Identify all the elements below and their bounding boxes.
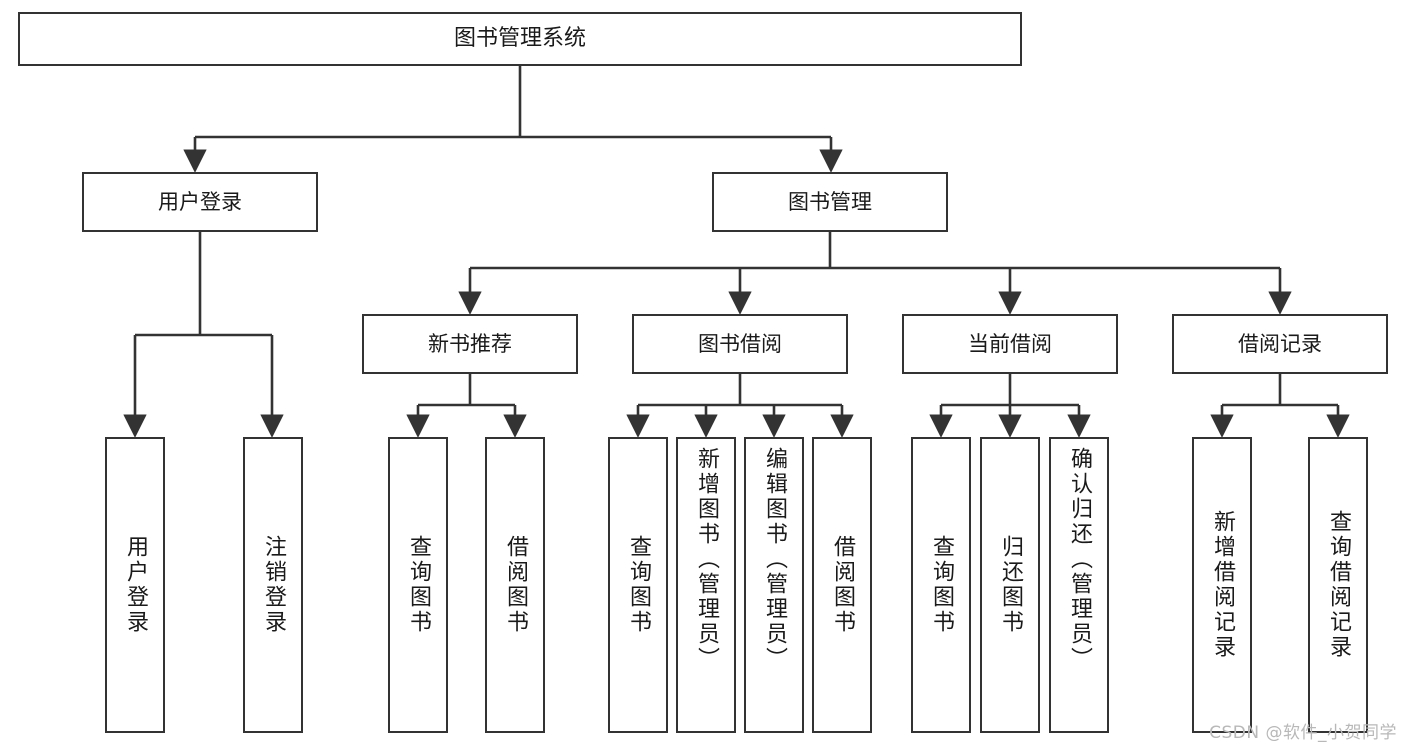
node-leaf-add-book[interactable]: 新增图书（管理员） bbox=[676, 437, 736, 733]
node-leaf-add-book-label: 新增图书（管理员） bbox=[694, 447, 719, 672]
node-leaf-add-record[interactable]: 新增借阅记录 bbox=[1192, 437, 1252, 733]
node-leaf-user-login[interactable]: 用户登录 bbox=[105, 437, 165, 733]
csdn-watermark: CSDN @软件_小贺同学 bbox=[1209, 723, 1397, 743]
node-book-borrow[interactable]: 图书借阅 bbox=[632, 314, 848, 374]
node-user-login-label: 用户登录 bbox=[158, 189, 242, 214]
node-leaf-return-book-label: 归还图书 bbox=[998, 535, 1023, 635]
node-book-manage-label: 图书管理 bbox=[788, 189, 872, 214]
node-leaf-confirm-return[interactable]: 确认归还（管理员） bbox=[1049, 437, 1109, 733]
node-leaf-query-book-3[interactable]: 查询图书 bbox=[911, 437, 971, 733]
node-book-manage[interactable]: 图书管理 bbox=[712, 172, 948, 232]
node-new-book-rec[interactable]: 新书推荐 bbox=[362, 314, 578, 374]
node-leaf-query-book-2[interactable]: 查询图书 bbox=[608, 437, 668, 733]
node-leaf-borrow-book-1-label: 借阅图书 bbox=[503, 535, 528, 635]
node-root[interactable]: 图书管理系统 bbox=[18, 12, 1022, 66]
node-root-label: 图书管理系统 bbox=[453, 26, 586, 52]
node-leaf-user-login-label: 用户登录 bbox=[123, 535, 148, 635]
node-leaf-edit-book[interactable]: 编辑图书（管理员） bbox=[744, 437, 804, 733]
node-leaf-borrow-book-1[interactable]: 借阅图书 bbox=[485, 437, 545, 733]
node-leaf-add-record-label: 新增借阅记录 bbox=[1210, 510, 1235, 660]
node-borrow-record-label: 借阅记录 bbox=[1238, 331, 1322, 356]
node-current-borrow-label: 当前借阅 bbox=[968, 331, 1052, 356]
node-leaf-borrow-book-2[interactable]: 借阅图书 bbox=[812, 437, 872, 733]
node-leaf-query-record-label: 查询借阅记录 bbox=[1326, 510, 1351, 660]
node-leaf-query-book-2-label: 查询图书 bbox=[626, 535, 651, 635]
node-leaf-query-book-1[interactable]: 查询图书 bbox=[388, 437, 448, 733]
node-new-book-rec-label: 新书推荐 bbox=[428, 331, 512, 356]
node-leaf-query-book-1-label: 查询图书 bbox=[406, 535, 431, 635]
node-leaf-borrow-book-2-label: 借阅图书 bbox=[830, 535, 855, 635]
node-leaf-return-book[interactable]: 归还图书 bbox=[980, 437, 1040, 733]
node-leaf-confirm-return-label: 确认归还（管理员） bbox=[1067, 447, 1092, 672]
node-borrow-record[interactable]: 借阅记录 bbox=[1172, 314, 1388, 374]
node-leaf-edit-book-label: 编辑图书（管理员） bbox=[762, 447, 787, 672]
node-user-login[interactable]: 用户登录 bbox=[82, 172, 318, 232]
node-book-borrow-label: 图书借阅 bbox=[698, 331, 782, 356]
node-leaf-query-book-3-label: 查询图书 bbox=[929, 535, 954, 635]
node-current-borrow[interactable]: 当前借阅 bbox=[902, 314, 1118, 374]
node-leaf-user-logout-label: 注销登录 bbox=[261, 535, 286, 635]
node-leaf-user-logout[interactable]: 注销登录 bbox=[243, 437, 303, 733]
node-leaf-query-record[interactable]: 查询借阅记录 bbox=[1308, 437, 1368, 733]
